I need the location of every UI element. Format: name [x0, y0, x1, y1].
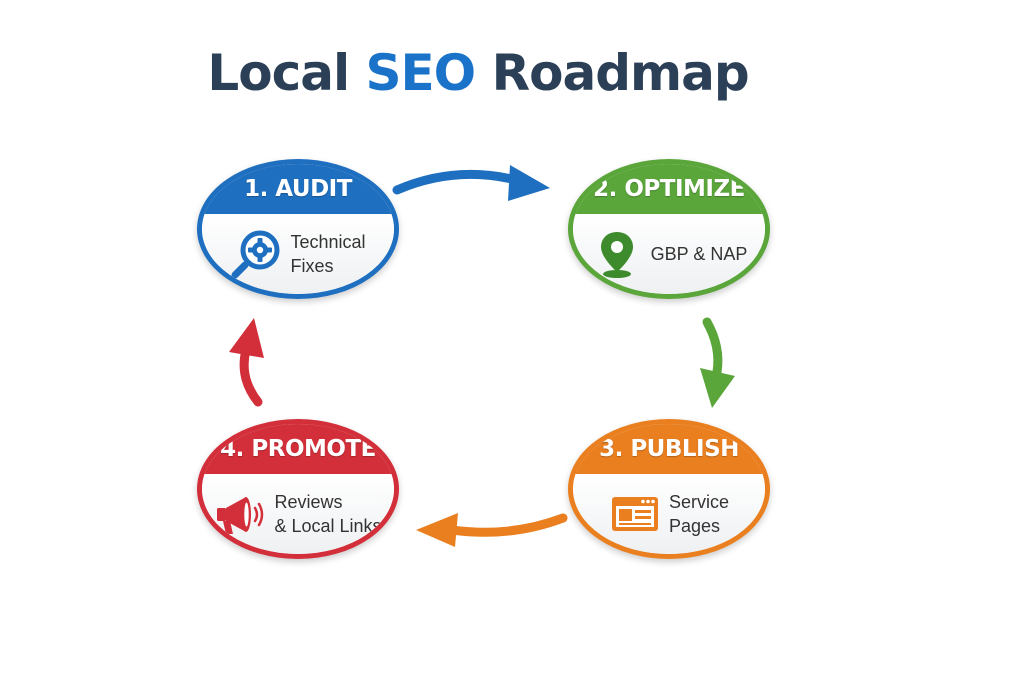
arrow-promote-to-audit	[229, 318, 264, 407]
title-word-seo: SEO	[365, 44, 477, 102]
arrow-audit-to-optimize	[392, 165, 550, 201]
step-publish: 3. PUBLISH Service Pages	[568, 419, 770, 559]
step-promote: 4. PROMOTE Reviews & Local Links	[197, 419, 399, 559]
step-publish-label-line: Pages	[668, 516, 721, 536]
step-optimize: 2. OPTIMIZE GBP & NAP	[568, 159, 770, 299]
step-audit: 1. AUDIT Technical Fixes	[197, 159, 399, 299]
arrow-optimize-to-publish	[700, 317, 735, 408]
step-promote-body: Reviews & Local Links	[202, 474, 394, 554]
step-publish-body: Service Pages	[573, 474, 765, 554]
step-audit-label: Technical Fixes	[290, 230, 365, 278]
step-optimize-heading: 2. OPTIMIZE	[573, 164, 765, 214]
step-promote-label-line: Reviews	[274, 492, 343, 512]
step-audit-label-line: Fixes	[290, 256, 334, 276]
step-audit-heading: 1. AUDIT	[202, 164, 394, 214]
step-optimize-label: GBP & NAP	[651, 242, 748, 266]
step-audit-label-line: Technical	[290, 232, 366, 252]
step-optimize-body: GBP & NAP	[573, 214, 765, 294]
title-word-roadmap: Roadmap	[491, 44, 750, 102]
step-publish-label: Service Pages	[669, 490, 729, 538]
map-pin-icon	[600, 232, 633, 278]
arrow-publish-to-promote	[416, 513, 568, 547]
step-publish-label-line: Service	[668, 492, 730, 512]
step-optimize-label-line: GBP & NAP	[650, 244, 748, 264]
title-word-local: Local	[207, 44, 350, 102]
step-promote-heading: 4. PROMOTE	[202, 424, 394, 474]
step-promote-label: Reviews & Local Links	[274, 490, 381, 538]
page-title: Local SEO Roadmap	[0, 44, 956, 102]
step-publish-heading: 3. PUBLISH	[573, 424, 765, 474]
step-promote-label-line: & Local Links	[274, 516, 382, 536]
magnifier-gear-icon	[231, 230, 280, 279]
web-page-icon	[611, 497, 658, 531]
step-audit-body: Technical Fixes	[202, 214, 394, 294]
megaphone-icon	[217, 497, 264, 534]
